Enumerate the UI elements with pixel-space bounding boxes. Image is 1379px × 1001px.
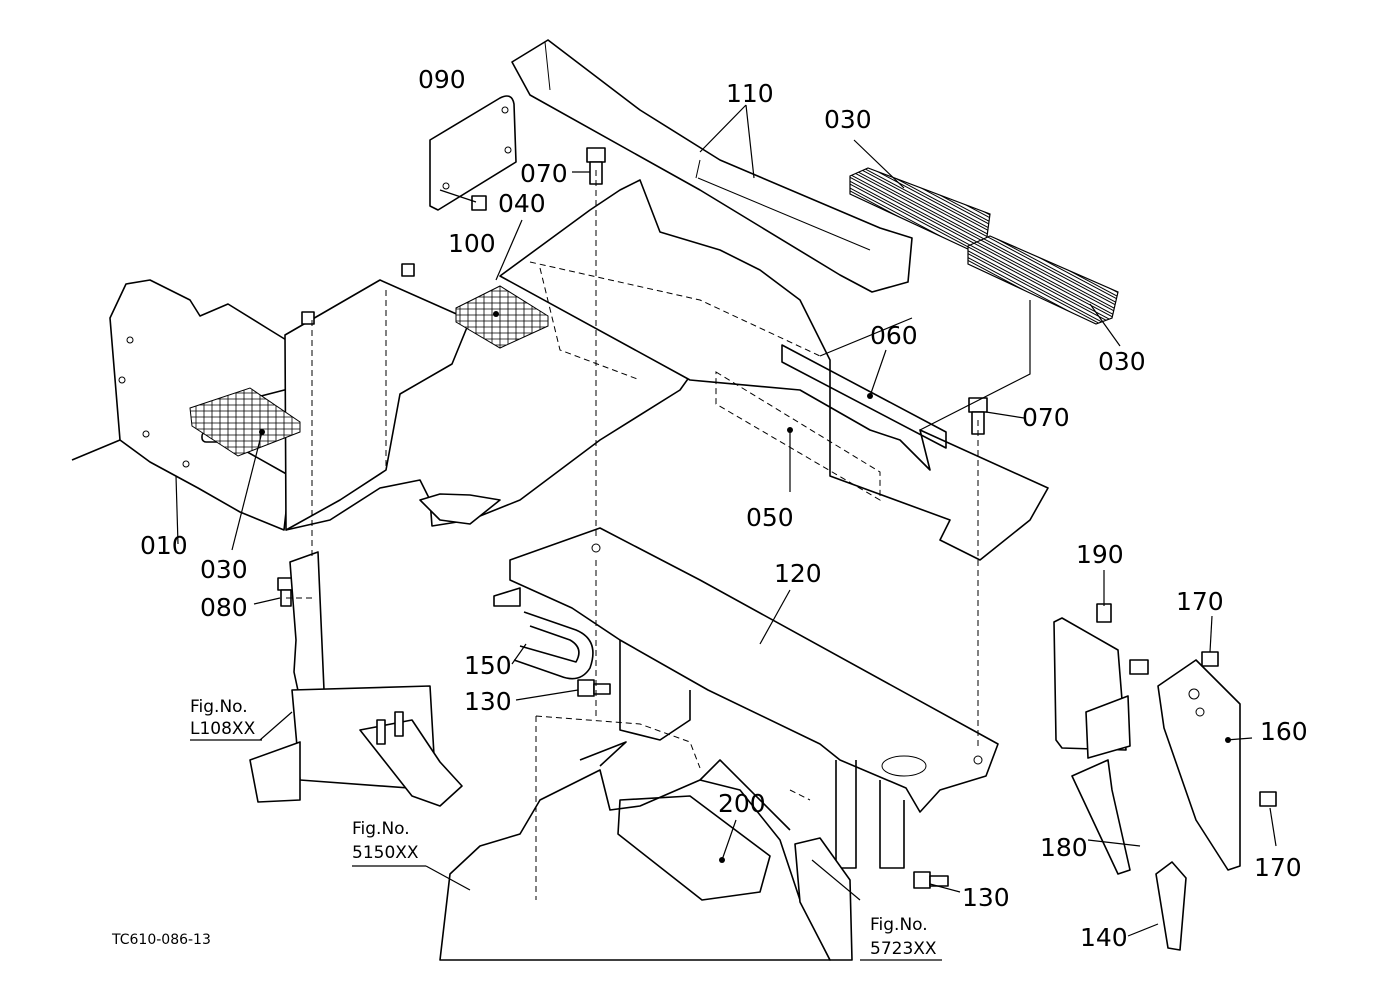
fig-ref-5723-code[interactable]: 5723XX (870, 939, 937, 959)
label-190: 190 (1076, 540, 1124, 569)
bolt-130-left (577, 679, 611, 697)
part-160-plate (1157, 659, 1241, 871)
bolt-170-top (1201, 651, 1219, 667)
label-100: 100 (448, 229, 496, 258)
part-150-ubolt (513, 611, 594, 680)
label-150: 150 (464, 651, 512, 680)
part-060-sheet (499, 179, 1049, 561)
label-090: 090 (418, 65, 466, 94)
bolt-070-top (586, 147, 606, 185)
part-030-mesh-left (189, 387, 301, 457)
bolt-130-right (913, 871, 949, 889)
label-120: 120 (774, 559, 822, 588)
assembly-centerlines (286, 170, 979, 750)
label-130-left: 130 (464, 687, 512, 716)
label-070-right: 070 (1022, 403, 1070, 432)
label-170-top: 170 (1176, 587, 1224, 616)
fig-ref-l108-code[interactable]: L108XX (190, 719, 256, 739)
label-030-top: 030 (824, 105, 872, 134)
part-140-bar (1155, 861, 1187, 951)
label-050: 050 (746, 503, 794, 532)
part-180-plate (1071, 759, 1131, 875)
label-170-bottom: 170 (1254, 853, 1302, 882)
drawing-id: TC610-086-13 (111, 932, 211, 948)
fig-ref-5150-code[interactable]: 5150XX (352, 843, 419, 863)
part-120-frame (493, 527, 999, 869)
label-200: 200 (718, 789, 766, 818)
callout-dots (259, 311, 1231, 863)
part-110-trim (511, 39, 913, 293)
part-090-plate (429, 95, 517, 211)
label-070-top: 070 (520, 159, 568, 188)
label-010: 010 (140, 531, 188, 560)
label-130-right: 130 (962, 883, 1010, 912)
fig-ref-l108-caption: Fig.No. (190, 697, 248, 717)
part-030-bars-top (849, 167, 1119, 325)
part-200-engine (439, 715, 853, 961)
fig-ref-l108[interactable]: Fig.No. L108XX (190, 697, 262, 741)
bolt-170-bottom (1259, 791, 1277, 807)
label-040: 040 (498, 189, 546, 218)
leader-lines (175, 104, 1277, 937)
fig-ref-5150-caption: Fig.No. (352, 819, 410, 839)
label-160: 160 (1260, 717, 1308, 746)
part-labels: 090 110 030 070 040 100 060 030 070 050 … (140, 65, 1308, 952)
label-110: 110 (726, 79, 774, 108)
fig-ref-5723-caption: Fig.No. (870, 915, 928, 935)
label-030-right: 030 (1098, 347, 1146, 376)
label-030-left: 030 (200, 555, 248, 584)
fig-ref-5150[interactable]: Fig.No. 5150XX (352, 819, 426, 867)
label-080: 080 (200, 593, 248, 622)
part-190-plate (1053, 603, 1149, 759)
label-180: 180 (1040, 833, 1088, 862)
part-040-mesh (455, 285, 549, 349)
label-060: 060 (870, 321, 918, 350)
fig-ref-5723[interactable]: Fig.No. 5723XX (860, 915, 942, 961)
bolt-100 (471, 195, 487, 211)
label-140: 140 (1080, 923, 1128, 952)
part-left-bracket (249, 551, 463, 807)
